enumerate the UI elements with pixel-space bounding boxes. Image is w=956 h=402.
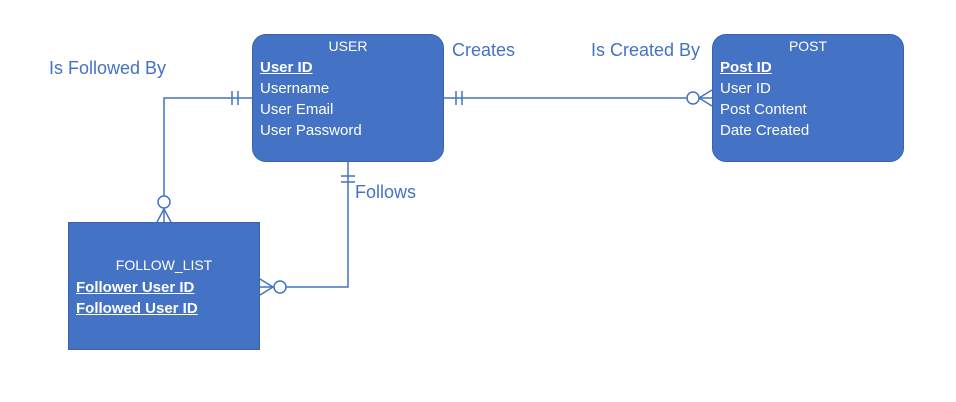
- relationship-label-is-followed-by: Is Followed By: [49, 58, 167, 78]
- attribute-post-id: Post ID: [720, 59, 772, 76]
- attribute-user-password: User Password: [260, 122, 362, 139]
- relationship-label-follows: Follows: [355, 182, 417, 202]
- connector-user-followlist-left: [163, 97, 252, 222]
- attribute-post-user-id: User ID: [720, 80, 771, 97]
- entity-follow-list: FOLLOW_LIST Follower User ID Followed Us…: [68, 222, 260, 350]
- entity-post-title: POST: [788, 38, 828, 54]
- entity-user-attributes: User ID Username User Email User Passwor…: [260, 57, 362, 141]
- entity-follow-list-title: FOLLOW_LIST: [115, 257, 213, 273]
- relationship-label-is-created-by: Is Created By: [591, 40, 701, 60]
- attribute-follower-user-id: Follower User ID: [76, 279, 195, 296]
- cardinality-zero-post: [686, 91, 700, 105]
- cardinality-zero-follows: [273, 280, 287, 294]
- cardinality-zero-followed: [157, 195, 171, 209]
- entity-follow-list-attributes: Follower User ID Followed User ID: [76, 277, 198, 319]
- connector-user-followlist-right: [260, 162, 349, 288]
- attribute-date-created: Date Created: [720, 122, 810, 139]
- entity-user: USER User ID Username User Email User Pa…: [252, 34, 444, 162]
- entity-user-title: USER: [328, 38, 368, 54]
- crowfoot-many-follows: [259, 278, 274, 296]
- entity-post-attributes: Post ID User ID Post Content Date Create…: [720, 57, 809, 141]
- attribute-user-id: User ID: [260, 59, 313, 76]
- relationship-label-creates: Creates: [452, 40, 516, 60]
- attribute-followed-user-id: Followed User ID: [76, 300, 198, 317]
- entity-post: POST Post ID User ID Post Content Date C…: [712, 34, 904, 162]
- attribute-post-content: Post Content: [720, 101, 807, 118]
- attribute-user-email: User Email: [260, 101, 334, 118]
- crowfoot-many-followed: [156, 208, 172, 223]
- crowfoot-many-post: [698, 89, 713, 107]
- attribute-username: Username: [260, 80, 330, 97]
